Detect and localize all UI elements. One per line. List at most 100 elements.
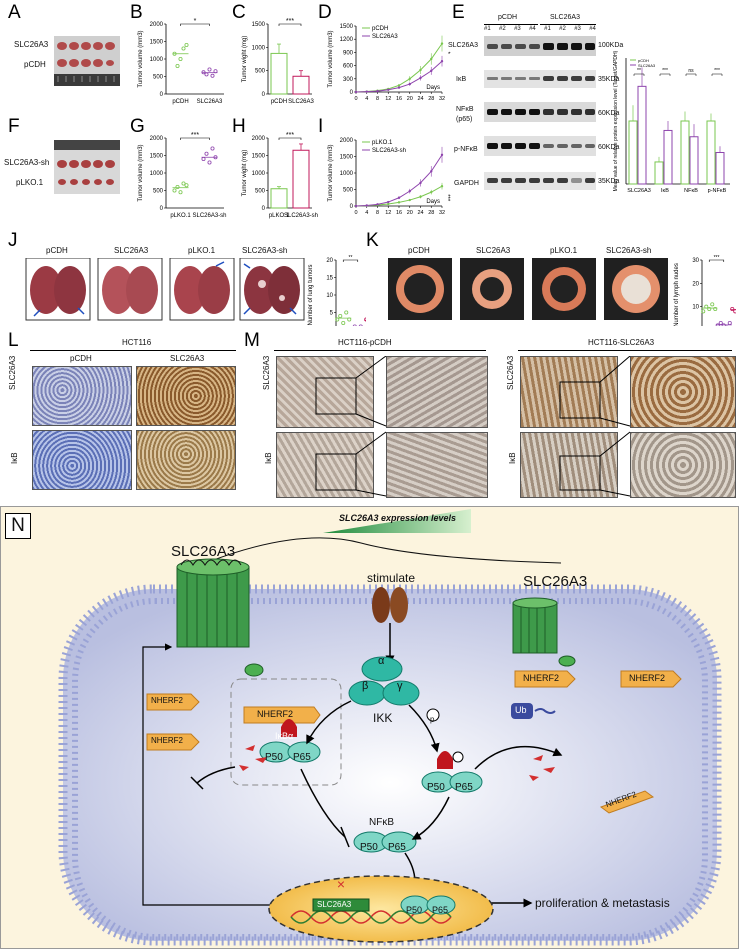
ub-label: Ub (515, 705, 527, 715)
y-tick-label: 1500 (340, 24, 354, 30)
svg-text:×: × (337, 876, 345, 892)
p65-label: P65 (388, 842, 406, 853)
y-tick-label: 500 (255, 189, 266, 195)
ihc-image (386, 432, 488, 498)
data-point (419, 68, 422, 72)
data-point (408, 82, 411, 86)
blot-kda: 35KDa (598, 178, 620, 185)
y-axis-label: Tumor volume (mm3) (138, 144, 144, 201)
data-point (358, 324, 363, 326)
y-tick-label: 1000 (252, 171, 266, 177)
data-point (175, 64, 180, 69)
y-axis-label: Tumor volume (mm3) (328, 144, 334, 201)
x-tick-label: 12 (385, 210, 391, 216)
ihc-image (136, 430, 236, 490)
bar (689, 136, 699, 185)
blot-group-1: pCDH (498, 14, 518, 21)
blot-name: SLC26A3 (448, 42, 478, 49)
ihc-image (276, 356, 374, 428)
panel-label-I: I (318, 116, 324, 137)
blot-lanes: #1 #2 #3 #4 #1 #2 #3 #4 (484, 26, 596, 32)
blot-name: p-NFκB (454, 146, 478, 153)
x-tick-label: SLC26A3 (288, 99, 314, 105)
x-tick-label: 24 (417, 210, 423, 216)
lane-label: #2 (559, 26, 566, 32)
sig-label: *** (191, 132, 199, 139)
data-point (440, 153, 444, 157)
nherf2-icons (146, 670, 682, 814)
y-tick-label: 900 (343, 50, 354, 56)
p50-label: P50 (360, 842, 378, 853)
sig-label: ** (637, 68, 641, 74)
y-tick-label: 1500 (150, 40, 164, 46)
x-tick-label: NFκB (684, 188, 698, 194)
data-point (354, 204, 358, 208)
data-point (440, 60, 444, 63)
data-point (707, 307, 712, 312)
panel-label-M: M (244, 330, 260, 351)
chart-K: 0102030Number of lymph nudespCDHSLC26A3p… (674, 255, 736, 326)
sig-label: *** (714, 68, 720, 74)
data-point (713, 307, 718, 312)
bar (680, 120, 690, 185)
legend-label: pCDH (372, 26, 388, 32)
panel-label-D: D (318, 2, 332, 23)
data-point (440, 42, 444, 45)
p65-label: P65 (432, 905, 449, 915)
ihc-image (520, 356, 618, 428)
panel-N: N (0, 506, 739, 949)
data-point (430, 69, 433, 73)
panel-K-title: pLKO.1 (550, 246, 578, 255)
y-tick-label: 1500 (340, 155, 354, 161)
ihc-image (630, 356, 736, 428)
panel-J-title: pCDH (46, 246, 68, 255)
panel-K-title: SLC26A3 (476, 246, 511, 255)
blot-name: GAPDH (454, 180, 479, 187)
data-point (178, 190, 183, 195)
p50-label: P50 (406, 905, 423, 915)
sig-label: *** (444, 194, 450, 202)
x-tick-label: 32 (439, 96, 445, 102)
data-point (721, 323, 726, 326)
sig-label: ns (688, 68, 694, 74)
data-point (419, 181, 422, 185)
ihc-image (630, 432, 736, 498)
legend-label: SLC26A3 (372, 34, 398, 40)
ikk-beta: β (362, 680, 369, 692)
x-tick-label: pCDH (271, 99, 287, 105)
lane-label: #4 (529, 26, 536, 32)
x-axis-label: Days (426, 199, 440, 205)
x-tick-label: pLKO.1 (269, 213, 290, 219)
sig-bracket (278, 23, 302, 26)
panel-L-row: IκB (10, 452, 19, 464)
panel-label-F: F (8, 116, 20, 137)
blot-kda: 60KDa (598, 110, 620, 117)
x-tick-label: p-NFκB (708, 188, 727, 194)
panel-M-header: HCT116-SLC26A3 (588, 338, 655, 347)
bar (292, 75, 310, 95)
lane-label: #1 (484, 26, 491, 32)
sig-bracket (708, 259, 725, 262)
panel-F-tumor-photo (54, 140, 120, 194)
lane-label: #4 (589, 26, 596, 32)
panel-label-J: J (8, 230, 18, 251)
x-tick-label: 0 (354, 210, 357, 216)
panel-M-row: SLC26A3 (262, 355, 271, 390)
data-point (172, 188, 177, 193)
phospho-label: p (430, 715, 435, 724)
x-tick-label: 0 (354, 96, 357, 102)
lane-label: #3 (574, 26, 581, 32)
data-point (354, 90, 358, 94)
data-point (397, 196, 401, 199)
y-tick-label: 300 (343, 77, 354, 83)
ihc-image (276, 432, 374, 498)
y-tick-label: 0 (262, 92, 266, 98)
y-axis-label: Tumor wight (mg) (242, 36, 248, 83)
data-point (408, 77, 411, 80)
y-tick-label: 20 (326, 258, 333, 264)
zoom-boxes (315, 356, 631, 497)
panel-label-A: A (8, 2, 21, 23)
panel-L: HCT116 pCDH SLC26A3 SLC26A3 IκB (8, 338, 244, 498)
